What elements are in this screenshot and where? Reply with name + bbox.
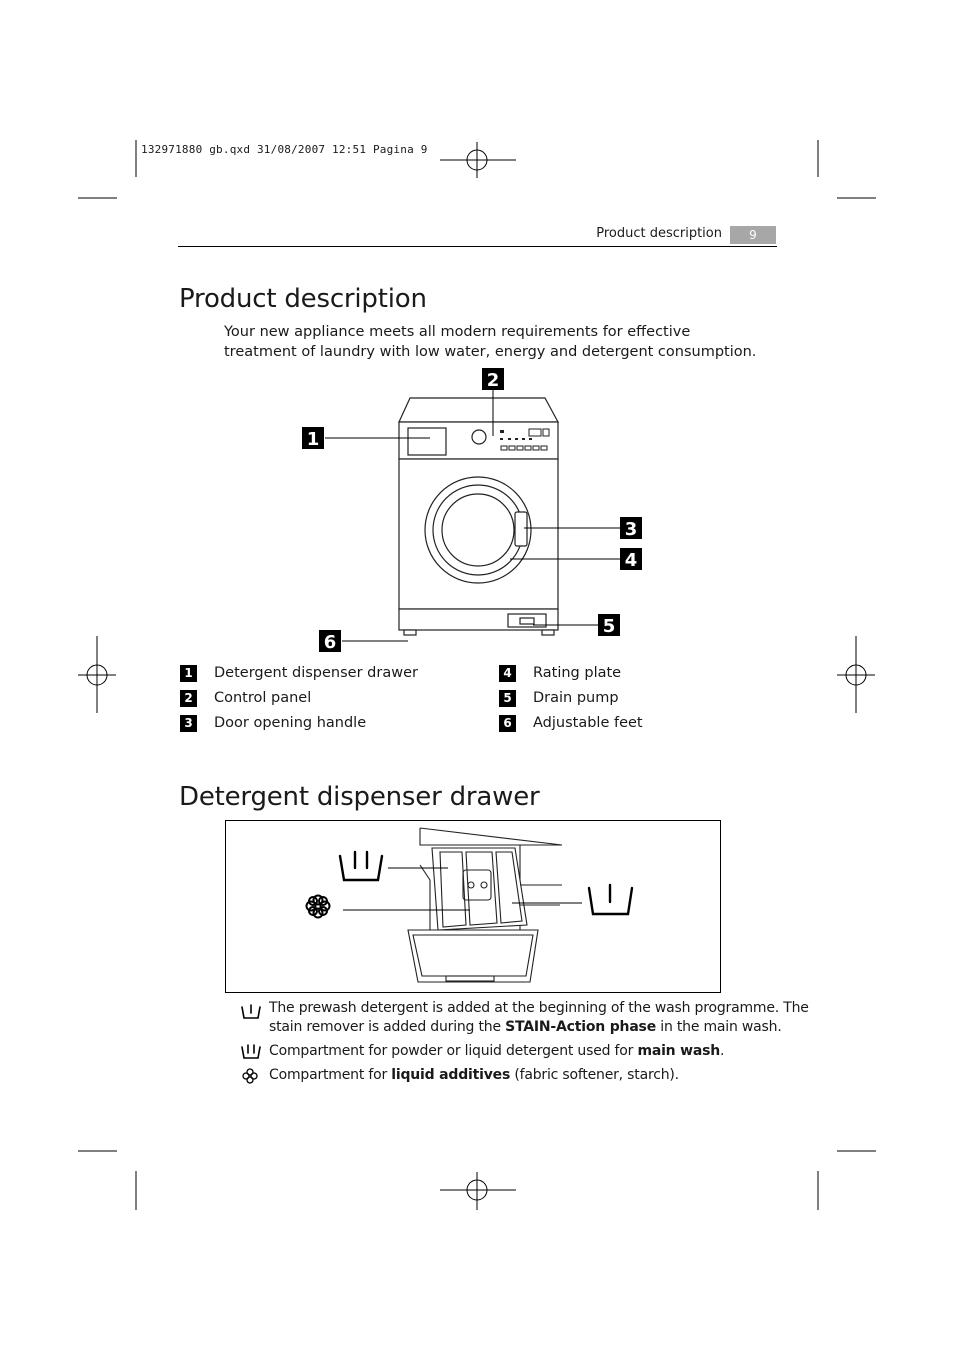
flower-softener-icon bbox=[305, 894, 331, 919]
note-prewash: The prewash detergent is added at the be… bbox=[269, 1000, 809, 1035]
main-wash-icon bbox=[241, 1044, 261, 1059]
callout-4: 4 bbox=[620, 548, 642, 571]
note-main-wash: Compartment for powder or liquid deterge… bbox=[269, 1043, 725, 1059]
flower-softener-icon bbox=[242, 1068, 258, 1084]
file-slug: 132971880 gb.qxd 31/08/2007 12:51 Pagina… bbox=[141, 143, 428, 156]
svg-text:4: 4 bbox=[625, 550, 638, 571]
legend-number: 3 bbox=[180, 715, 197, 732]
page-number: 9 bbox=[730, 226, 776, 244]
callout-6: 6 bbox=[319, 630, 341, 653]
prewash-icon bbox=[587, 883, 634, 916]
prewash-icon bbox=[241, 1004, 261, 1019]
legend-number: 1 bbox=[180, 665, 197, 682]
legend-item: 4 Rating plate bbox=[499, 665, 621, 685]
section-title-detergent-drawer: Detergent dispenser drawer bbox=[179, 782, 540, 812]
callout-1: 1 bbox=[302, 427, 324, 450]
drawer-illustration-frame bbox=[225, 820, 721, 993]
legend-label: Rating plate bbox=[533, 665, 622, 681]
legend-number: 6 bbox=[499, 715, 516, 732]
svg-text:2: 2 bbox=[487, 370, 500, 391]
legend-item: 5 Drain pump bbox=[499, 690, 619, 710]
legend-label: Drain pump bbox=[533, 690, 619, 706]
legend-label: Control panel bbox=[214, 690, 312, 706]
header-rule bbox=[178, 246, 777, 247]
svg-text:1: 1 bbox=[307, 429, 320, 450]
svg-text:3: 3 bbox=[625, 519, 638, 540]
legend-label: Adjustable feet bbox=[533, 715, 643, 731]
main-wash-icon bbox=[338, 850, 384, 882]
legend-number: 4 bbox=[499, 665, 516, 682]
legend-number: 5 bbox=[499, 690, 516, 707]
intro-paragraph: Your new appliance meets all modern requ… bbox=[224, 324, 757, 360]
legend-item: 3 Door opening handle bbox=[180, 715, 366, 735]
section-title-product-description: Product description bbox=[179, 284, 427, 314]
callout-5: 5 bbox=[598, 614, 620, 637]
note-liquid-additives: Compartment for liquid additives (fabric… bbox=[269, 1067, 679, 1083]
legend-item: 2 Control panel bbox=[180, 690, 311, 710]
running-header: Product description bbox=[596, 226, 722, 241]
legend-label: Door opening handle bbox=[214, 715, 367, 731]
legend-item: 6 Adjustable feet bbox=[499, 715, 643, 735]
callout-2: 2 bbox=[482, 368, 504, 391]
legend-label: Detergent dispenser drawer bbox=[214, 665, 418, 681]
legend-number: 2 bbox=[180, 690, 197, 707]
callout-3: 3 bbox=[620, 517, 642, 540]
svg-text:5: 5 bbox=[603, 616, 616, 637]
legend-item: 1 Detergent dispenser drawer bbox=[180, 665, 418, 685]
svg-text:6: 6 bbox=[324, 632, 337, 653]
